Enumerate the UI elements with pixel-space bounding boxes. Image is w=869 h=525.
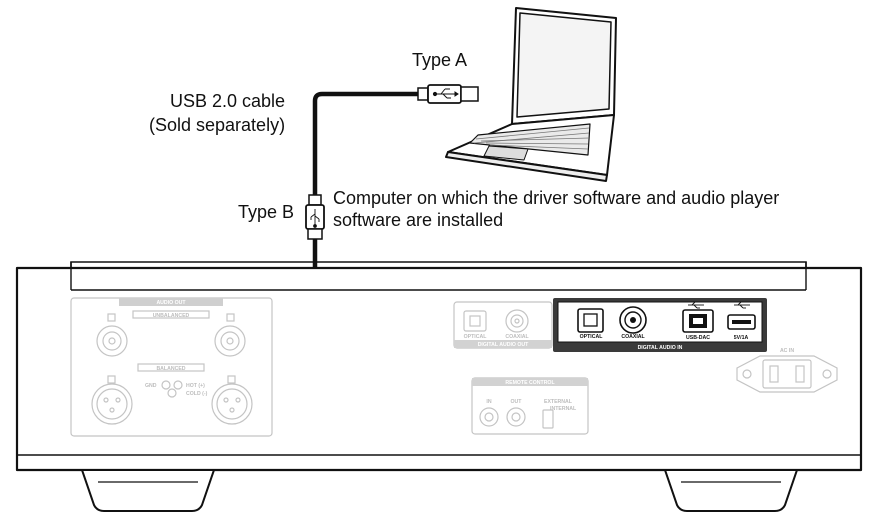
digital-audio-in-label: DIGITAL AUDIO IN (638, 345, 683, 351)
optical-in-label: OPTICAL (580, 334, 604, 340)
audio-out-section (70, 297, 273, 437)
internal-label: INTERNAL (550, 406, 577, 412)
remote-out-label: OUT (511, 399, 523, 405)
digital-audio-out-label: DIGITAL AUDIO OUT (478, 342, 529, 348)
right-foot (663, 469, 799, 512)
digital-audio-out-section (453, 301, 553, 349)
cable-label-line1: USB 2.0 cable (170, 91, 286, 111)
ac-in-section (736, 355, 838, 393)
left-foot (80, 469, 216, 512)
usb-type-a-connector (417, 84, 479, 104)
type-b-label: Type B (238, 202, 295, 222)
coaxial-out-label: COAXIAL (505, 334, 529, 340)
external-label: EXTERNAL (544, 399, 573, 405)
computer-label-line2: software are installed (333, 210, 504, 230)
usb-dac-label: USB-DAC (686, 335, 710, 341)
remote-control-section (471, 377, 589, 435)
balanced-label: BALANCED (156, 366, 185, 372)
coaxial-in-label: COAXIAL (621, 334, 645, 340)
computer-label-line1: Computer on which the driver software an… (333, 188, 780, 208)
optical-out-label: OPTICAL (464, 334, 488, 340)
usb-power-label: 5V/1A (734, 335, 749, 341)
usb-type-b-connector (305, 194, 325, 240)
unbalanced-label: UNBALANCED (153, 313, 190, 319)
gnd-label: GND (145, 383, 157, 389)
cold-label: COLD (-) (186, 391, 208, 397)
cable-label-line2: (Sold separately) (149, 115, 286, 135)
audio-out-label: AUDIO OUT (156, 300, 186, 306)
laptop-illustration (445, 7, 617, 182)
remote-in-label: IN (486, 399, 491, 405)
ac-in-label: AC IN (780, 348, 794, 354)
type-a-label: Type A (412, 50, 468, 70)
digital-audio-in-section (553, 298, 767, 352)
remote-control-label: REMOTE CONTROL (505, 380, 555, 386)
usb-symbol-icon (432, 88, 459, 99)
hot-label: HOT (+) (186, 383, 205, 389)
